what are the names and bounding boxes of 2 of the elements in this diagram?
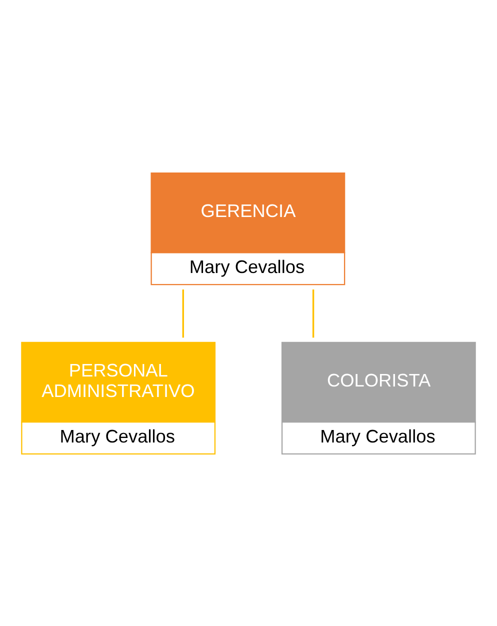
connector xyxy=(182,288,184,338)
connector xyxy=(312,288,314,338)
